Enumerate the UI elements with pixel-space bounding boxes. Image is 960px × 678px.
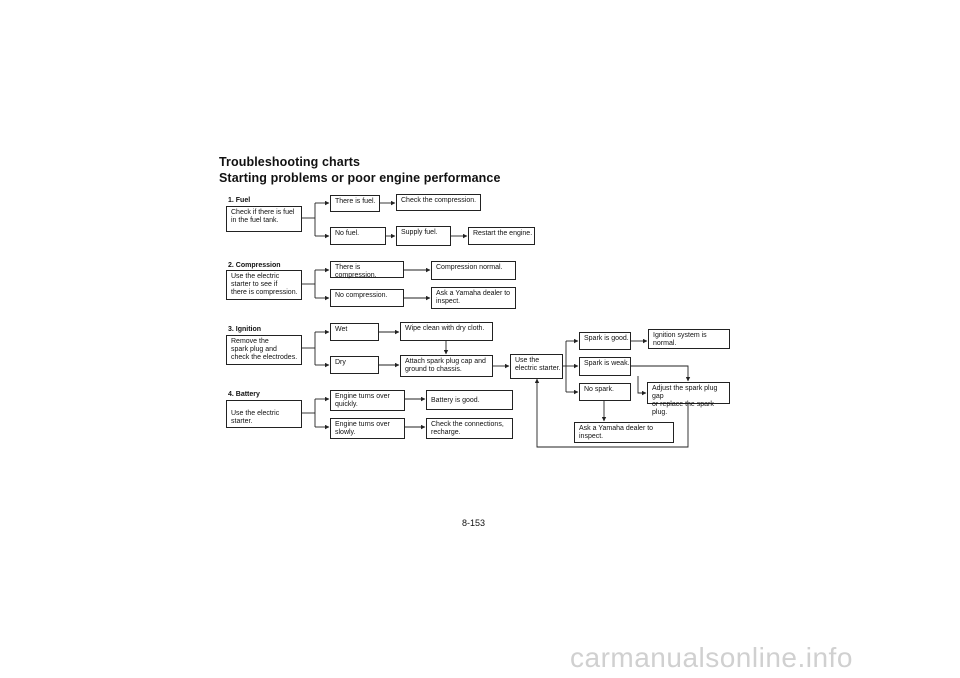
there-is-compression-box: There is compression. bbox=[330, 261, 404, 279]
compression-heading: 2. Compression bbox=[228, 262, 281, 269]
page-subtitle: Starting problems or poor engine perform… bbox=[219, 171, 501, 185]
ignition-normal-box: Ignition system is normal. bbox=[648, 329, 730, 349]
attach-spark-plug-box: Attach spark plug cap and ground to chas… bbox=[400, 355, 493, 377]
compression-normal-box: Compression normal. bbox=[431, 261, 516, 280]
adjust-spark-plug-box: Adjust the spark plug gap or replace the… bbox=[647, 382, 730, 416]
ignition-check-box: Remove the spark plug and check the elec… bbox=[226, 335, 302, 365]
check-compression-box: Check the compression. bbox=[396, 194, 481, 211]
spark-weak-box: Spark is weak. bbox=[579, 357, 631, 376]
engine-slow-box: Engine turns over slowly. bbox=[330, 418, 405, 439]
engine-quick-box: Engine turns over quickly. bbox=[330, 390, 405, 411]
there-is-fuel-box: There is fuel. bbox=[330, 195, 380, 212]
watermark: carmanualsonline.info bbox=[570, 642, 853, 673]
supply-fuel-box: Supply fuel. bbox=[396, 226, 451, 246]
compression-check-box: Use the electric starter to see if there… bbox=[226, 270, 302, 300]
dry-box: Dry bbox=[330, 356, 379, 374]
fuel-check-box: Check if there is fuel in the fuel tank. bbox=[226, 206, 302, 232]
no-compression-box: No compression. bbox=[330, 289, 404, 307]
wet-box: Wet bbox=[330, 323, 379, 341]
ignition-heading: 3. Ignition bbox=[228, 326, 262, 333]
check-connections-box: Check the connections, recharge. bbox=[426, 418, 513, 439]
restart-engine-box: Restart the engine. bbox=[468, 227, 535, 245]
no-spark-box: No spark. bbox=[579, 383, 631, 401]
compression-dealer-box: Ask a Yamaha dealer to inspect. bbox=[431, 287, 516, 309]
fuel-heading: 1. Fuel bbox=[228, 197, 251, 204]
battery-good-box: Battery is good. bbox=[426, 390, 513, 410]
page-title: Troubleshooting charts bbox=[219, 155, 361, 169]
spark-good-box: Spark is good. bbox=[579, 332, 631, 350]
page-number: 8-153 bbox=[462, 518, 486, 528]
battery-check-box: Use the electric starter. bbox=[226, 400, 302, 428]
no-fuel-box: No fuel. bbox=[330, 227, 386, 245]
use-electric-starter-box: Use the electric starter. bbox=[510, 354, 563, 379]
wipe-clean-box: Wipe clean with dry cloth. bbox=[400, 322, 493, 341]
battery-heading: 4. Battery bbox=[228, 391, 260, 398]
ignition-dealer-box: Ask a Yamaha dealer to inspect. bbox=[574, 422, 674, 443]
